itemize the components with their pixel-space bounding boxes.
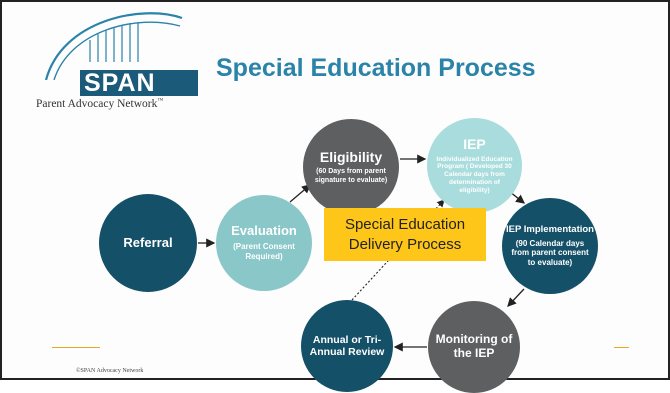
accent-line-right <box>614 347 629 348</box>
center-label-box: Special Education Delivery Process <box>324 208 486 261</box>
step-evaluation-note: (Parent Consent Required) <box>233 242 295 261</box>
step-referral-title: Referral <box>123 234 173 250</box>
footer-copyright: ©SPAN Advocacy Network <box>76 368 144 374</box>
step-iep-title: IEP <box>463 136 486 153</box>
arrow-implementation-monitoring <box>507 288 525 307</box>
step-referral: Referral <box>99 194 197 292</box>
center-label-line1: Special Education <box>344 216 466 233</box>
step-eligibility-title: Eligibility <box>319 149 383 166</box>
logo-word: SPAN <box>80 70 198 96</box>
step-eligibility-note: (60 Days from parent signature to evalua… <box>314 168 388 184</box>
step-annual-review: Annual or Tri-Annual Review <box>301 300 393 392</box>
step-iep-note: Individualized Education Program ( Devel… <box>436 155 513 194</box>
accent-line-left <box>52 347 100 348</box>
step-implementation: IEP Implementation (90 Calendar days fro… <box>502 198 598 294</box>
bridge-arch-icon <box>44 12 183 80</box>
logo-tagline: Parent Advocacy Network™ <box>36 98 164 110</box>
step-eligibility: Eligibility (60 Days from parent signatu… <box>303 119 399 215</box>
arrow-evaluation-eligibility <box>289 184 311 203</box>
step-monitoring: Monitoring of the IEP <box>428 301 520 393</box>
step-implementation-note: (90 Calendar days from parent consent to… <box>511 238 589 267</box>
step-implementation-title: IEP Implementation <box>506 223 594 235</box>
span-logo: SPAN Parent Advocacy Network™ <box>32 10 202 110</box>
step-evaluation: Evaluation (Parent Consent Required) <box>216 195 312 291</box>
center-label-line2: Delivery Process <box>348 235 462 253</box>
step-monitoring-title: Monitoring of the IEP <box>435 332 513 360</box>
step-evaluation-title: Evaluation <box>231 223 297 239</box>
step-annual-review-title: Annual or Tri-Annual Review <box>309 333 385 358</box>
page-title: Special Education Process <box>216 54 536 82</box>
step-iep: IEP Individualized Education Program ( D… <box>427 118 522 213</box>
